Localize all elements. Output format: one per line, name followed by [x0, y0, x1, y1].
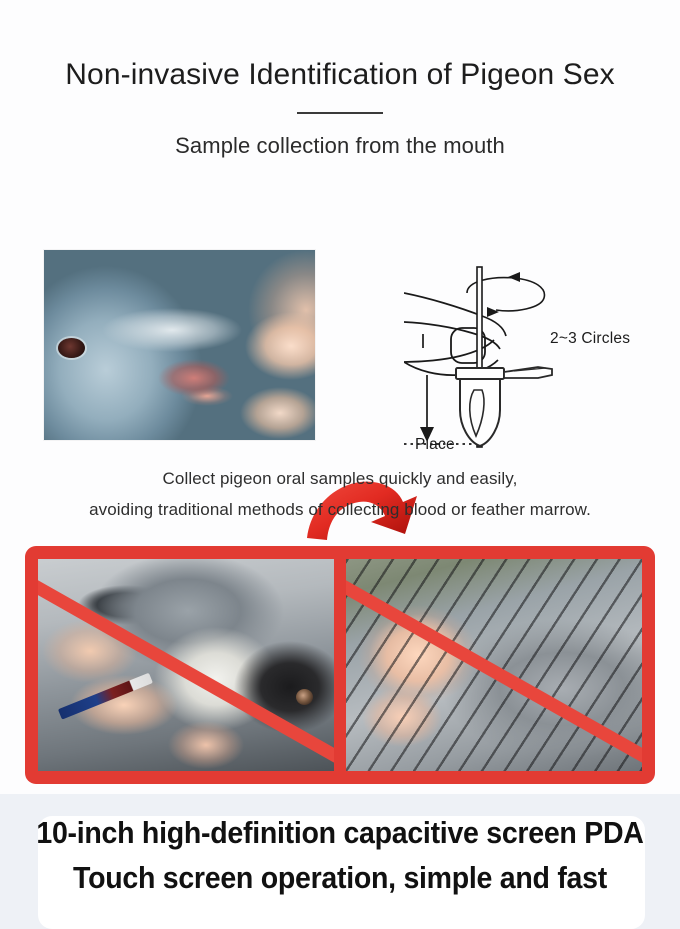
title-divider [297, 111, 383, 114]
red-curved-arrow-icon [305, 472, 421, 558]
bottom-banner-line-1: 10-inch high-definition capacitive scree… [36, 815, 644, 850]
syringe [57, 672, 153, 720]
cross-out-slash [346, 560, 642, 771]
avoided-blood-draw-photo [38, 559, 334, 771]
sample-collection-step-area: 2~3 Circles Place [0, 250, 680, 540]
bottom-banner-text: 10-inch high-definition capacitive scree… [0, 794, 680, 900]
swab-diagram-svg [403, 266, 553, 448]
avoided-feather-marrow-photo [346, 559, 642, 771]
collection-caption: Collect pigeon oral samples quickly and … [0, 463, 680, 525]
caption-line-1: Collect pigeon oral samples quickly and … [162, 469, 518, 488]
page-subtitle: Sample collection from the mouth [175, 132, 505, 158]
pigeon-eye [296, 689, 313, 705]
caption-line-2: avoiding traditional methods of collecti… [89, 500, 591, 519]
pigeon-mouth-photo [44, 250, 315, 440]
bottom-banner-line-2: Touch screen operation, simple and fast [73, 860, 607, 895]
page-title: Non-invasive Identification of Pigeon Se… [65, 58, 615, 91]
pigeon-eye [58, 338, 85, 358]
header: Non-invasive Identification of Pigeon Se… [0, 0, 680, 159]
swab-procedure-diagram: 2~3 Circles Place [403, 250, 656, 453]
bottom-banner: 10-inch high-definition capacitive scree… [0, 794, 680, 929]
bottom-banner-panel [38, 816, 645, 929]
avoided-methods-section [25, 546, 655, 784]
place-label: Place [415, 436, 455, 453]
rotate-circles-label: 2~3 Circles [550, 330, 631, 347]
cross-out-slash [38, 560, 334, 771]
